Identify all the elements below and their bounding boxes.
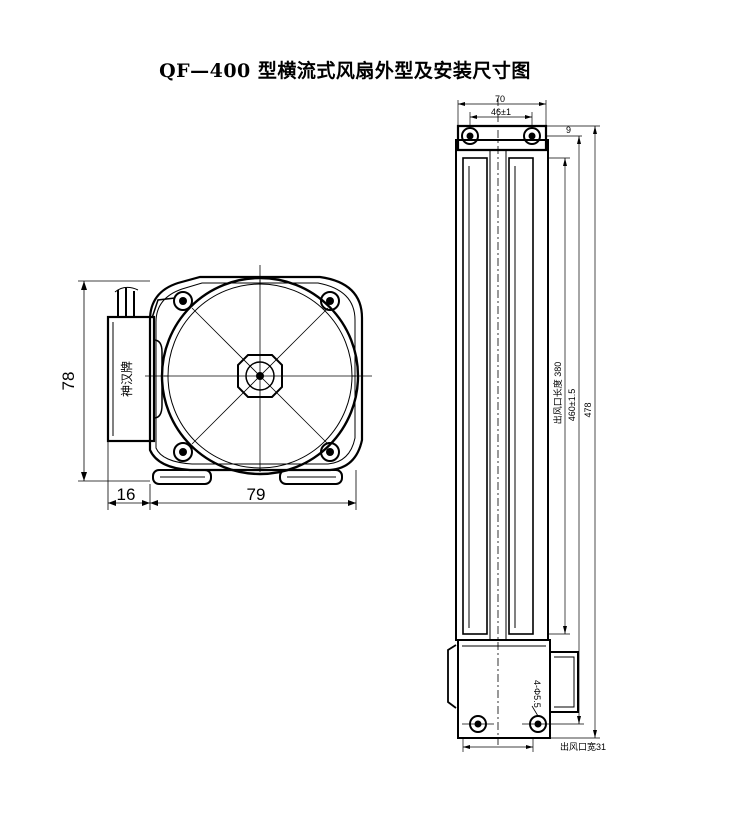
total-width-dim-label: 70 [495,94,505,104]
front-frame [455,139,549,641]
right-foot [279,469,343,485]
motor-box [106,315,156,443]
mount-hole-dim-label: 4-Φ5.5 [532,680,542,708]
label-plate-text: 神汉牌 [120,361,134,397]
outlet-width-dim-label: 出风口宽31 [560,741,606,752]
outlet-length-dim-label: 出风口长度 380 [552,362,563,425]
body-width-dim-label: 79 [247,485,266,504]
left-foot [152,469,212,485]
hub [237,354,283,398]
wire-leads [117,288,135,317]
hole-pitch-dim-label: 460±1.5 [567,389,577,421]
shaft [256,372,264,380]
height-dim-label: 78 [59,372,78,391]
page-title: QF—400 型横流式风扇外型及安装尺寸图 [159,60,531,82]
total-length-dim-label: 478 [583,402,593,417]
left-slat [462,157,488,635]
motor-cap [550,651,579,713]
right-slat [508,157,534,635]
front-view: 4-Φ5.5 70 46±1 9 出风口长度 380 460±1.5 478 [447,94,606,752]
top-offset-dim-label: 9 [566,125,571,135]
motor-offset-dim-label: 16 [117,485,136,504]
hole-spacing-dim-label: 46±1 [491,107,511,117]
side-view: 神汉牌 78 16 79 [59,265,372,510]
housing-outline [148,275,364,472]
mounting-holes-side [173,291,340,462]
housing-inner-outline [155,282,356,465]
